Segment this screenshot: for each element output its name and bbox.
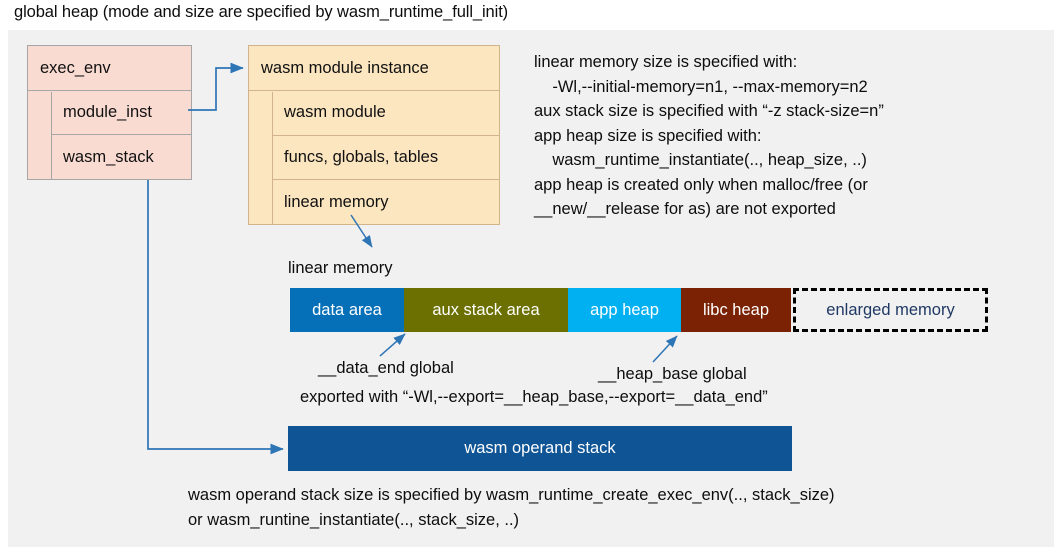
annotation-data-end-global: __data_end global [318, 359, 454, 377]
exec-env-field-wasm-stack: wasm_stack [63, 147, 154, 166]
exec-env-field-module-inst: module_inst [52, 91, 191, 135]
linear-memory-bar: data area aux stack area app heap libc h… [290, 288, 988, 332]
memory-segment-aux-stack-area: aux stack area [404, 288, 568, 332]
memory-segment-enlarged-memory: enlarged memory [793, 288, 988, 332]
operand-stack-notes: wasm operand stack size is specified by … [188, 486, 835, 529]
module-instance-header: wasm module instance [249, 46, 499, 91]
page-title: global heap (mode and size are specified… [14, 3, 509, 21]
annotation-heap-base-global: __heap_base global [598, 365, 747, 383]
exec-env-box: exec_env module_inst wasm_stack [27, 45, 192, 180]
module-instance-field-funcs-globals-tables: funcs, globals, tables [273, 136, 499, 180]
memory-segment-app-heap: app heap [568, 288, 681, 332]
linear-memory-label: linear memory [288, 259, 393, 277]
annotation-exported-with: exported with “-Wl,--export=__heap_base,… [300, 388, 768, 406]
module-instance-field-wasm-module: wasm module [273, 91, 499, 136]
memory-config-notes: linear memory size is specified with: -W… [534, 53, 884, 218]
module-instance-field-linear-memory: linear memory [284, 192, 389, 211]
wasm-operand-stack-bar: wasm operand stack [288, 426, 792, 471]
wasm-module-instance-box: wasm module instance wasm module funcs, … [248, 45, 500, 225]
exec-env-header: exec_env [28, 46, 191, 91]
memory-segment-data-area: data area [290, 288, 404, 332]
memory-segment-libc-heap: libc heap [681, 288, 791, 332]
module-instance-gutter [249, 92, 273, 225]
exec-env-gutter [28, 92, 52, 180]
